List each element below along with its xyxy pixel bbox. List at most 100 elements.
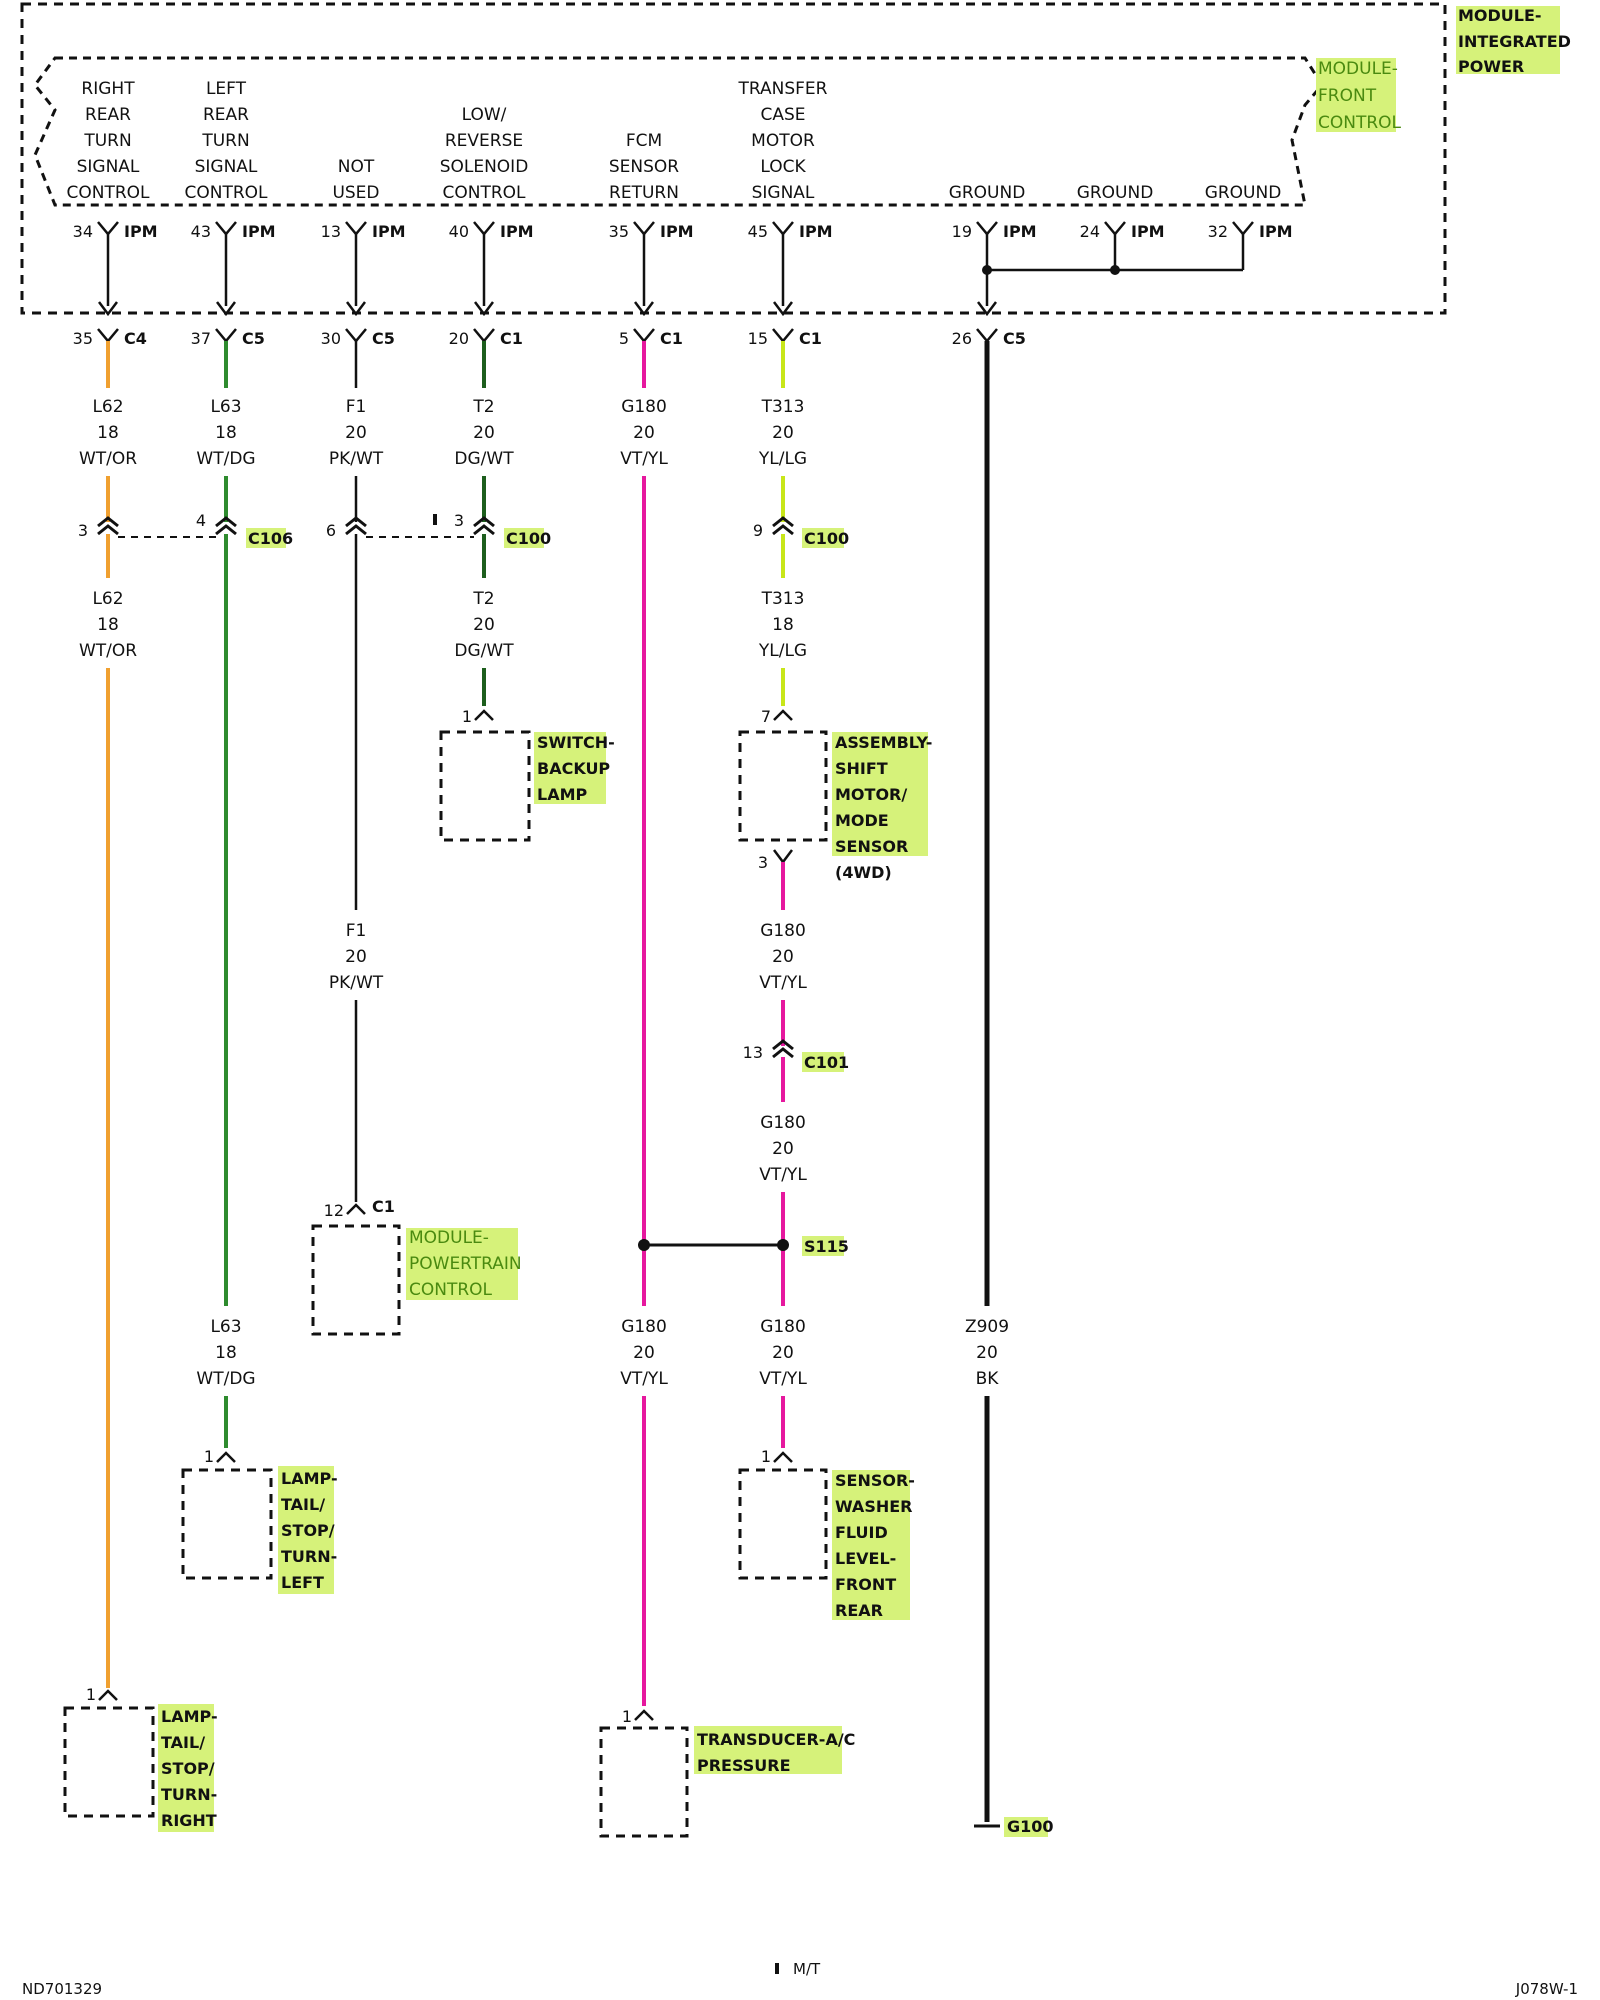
svg-text:34: 34	[73, 222, 93, 241]
svg-text:18: 18	[215, 1343, 237, 1363]
mt-legend-marker	[775, 1963, 779, 1974]
switch-backup-lamp	[439, 730, 531, 842]
svg-text:C1: C1	[660, 329, 683, 348]
svg-text:6: 6	[326, 521, 336, 540]
svg-text:IPM: IPM	[1131, 222, 1165, 241]
svg-text:20: 20	[633, 1343, 655, 1363]
svg-text:USED: USED	[332, 183, 379, 203]
svg-text:IPM: IPM	[124, 222, 158, 241]
svg-text:37: 37	[191, 329, 211, 348]
svg-text:MODULE-: MODULE-	[409, 1228, 489, 1248]
svg-text:FCM: FCM	[626, 131, 662, 151]
svg-text:LOCK: LOCK	[760, 157, 806, 177]
svg-text:C100: C100	[804, 529, 849, 548]
svg-text:1: 1	[86, 1685, 96, 1704]
svg-text:18: 18	[97, 423, 119, 443]
footer-right-code: J078W-1	[1515, 1980, 1578, 1998]
svg-text:13: 13	[321, 222, 341, 241]
svg-text:L63: L63	[210, 397, 241, 417]
svg-text:VT/YL: VT/YL	[620, 449, 668, 469]
svg-text:VT/YL: VT/YL	[759, 1369, 807, 1389]
svg-text:PK/WT: PK/WT	[329, 449, 384, 469]
svg-text:WT/DG: WT/DG	[196, 1369, 255, 1389]
svg-text:WT/OR: WT/OR	[79, 449, 137, 469]
svg-text:REVERSE: REVERSE	[445, 131, 523, 151]
ground-point-g100: G100	[1007, 1817, 1054, 1836]
svg-text:26: 26	[952, 329, 972, 348]
circuit-left-rear-turn: LEFT REAR TURN SIGNAL CONTROL 43 IPM 37 …	[181, 79, 338, 1594]
svg-text:IPM: IPM	[799, 222, 833, 241]
svg-text:DG/WT: DG/WT	[454, 641, 514, 661]
circuit-not-used: NOT USED 13 IPM 30 C5 F1 20 PK/WT 6 F1 2…	[311, 157, 522, 1336]
svg-text:GROUND: GROUND	[1077, 183, 1154, 203]
svg-text:VT/YL: VT/YL	[759, 1165, 807, 1185]
svg-text:T2: T2	[472, 589, 494, 609]
svg-text:9: 9	[753, 521, 763, 540]
svg-text:PK/WT: PK/WT	[329, 973, 384, 993]
svg-text:STOP/: STOP/	[281, 1521, 335, 1540]
svg-text:IPM: IPM	[660, 222, 694, 241]
svg-text:MOTOR/: MOTOR/	[835, 785, 907, 804]
svg-text:C5: C5	[1003, 329, 1026, 348]
svg-text:20: 20	[345, 947, 367, 967]
footer-left-code: ND701329	[22, 1980, 102, 1998]
svg-text:G180: G180	[760, 921, 806, 941]
svg-text:SENSOR: SENSOR	[609, 157, 679, 177]
svg-text:43: 43	[191, 222, 211, 241]
svg-text:15: 15	[748, 329, 768, 348]
svg-text:BK: BK	[976, 1369, 1000, 1389]
svg-text:CASE: CASE	[760, 105, 805, 125]
svg-text:TURN-: TURN-	[281, 1547, 337, 1566]
fcm-label-1: MODULE-	[1318, 59, 1398, 79]
svg-text:12: 12	[324, 1201, 344, 1220]
svg-text:C100: C100	[506, 529, 551, 548]
svg-text:LEFT: LEFT	[281, 1573, 324, 1592]
svg-text:SIGNAL: SIGNAL	[195, 157, 258, 177]
svg-text:TURN: TURN	[83, 131, 131, 151]
svg-text:WASHER: WASHER	[835, 1497, 912, 1516]
svg-text:CONTROL: CONTROL	[66, 183, 150, 203]
svg-text:L63: L63	[210, 1317, 241, 1337]
svg-text:RETURN: RETURN	[609, 183, 679, 203]
circuit-transfer-case-motor-lock: TRANSFER CASE MOTOR LOCK SIGNAL 45 IPM 1…	[738, 79, 932, 1620]
ipm-module-boundary	[20, 2, 1447, 315]
circuit-right-rear-turn: RIGHT REAR TURN SIGNAL CONTROL 34 IPM 35…	[63, 79, 218, 1832]
svg-text:20: 20	[772, 1139, 794, 1159]
svg-text:30: 30	[321, 329, 341, 348]
svg-text:MODE: MODE	[835, 811, 889, 830]
lamp-tail-stop-turn-right	[63, 1706, 155, 1818]
svg-text:LAMP-: LAMP-	[281, 1469, 338, 1488]
svg-text:RIGHT: RIGHT	[81, 79, 135, 99]
svg-text:40: 40	[449, 222, 469, 241]
svg-text:TRANSDUCER-A/C: TRANSDUCER-A/C	[697, 1730, 855, 1749]
svg-text:C4: C4	[124, 329, 147, 348]
svg-text:T313: T313	[761, 397, 805, 417]
svg-text:FLUID: FLUID	[835, 1523, 888, 1542]
svg-text:32: 32	[1208, 222, 1228, 241]
svg-text:TURN: TURN	[201, 131, 249, 151]
svg-text:YL/LG: YL/LG	[758, 449, 807, 469]
svg-text:20: 20	[449, 329, 469, 348]
mt-marker	[433, 514, 437, 525]
ipm-label-1: MODULE-	[1458, 6, 1542, 25]
sensor-washer-fluid-level	[738, 1468, 828, 1580]
svg-text:20: 20	[473, 423, 495, 443]
svg-text:VT/YL: VT/YL	[620, 1369, 668, 1389]
svg-text:SHIFT: SHIFT	[835, 759, 888, 778]
svg-text:LAMP-: LAMP-	[161, 1707, 218, 1726]
svg-text:35: 35	[73, 329, 93, 348]
svg-text:IPM: IPM	[1003, 222, 1037, 241]
transducer-ac-pressure	[599, 1726, 689, 1838]
svg-text:MOTOR: MOTOR	[751, 131, 815, 151]
svg-text:FRONT: FRONT	[835, 1575, 896, 1594]
svg-text:L62: L62	[92, 589, 123, 609]
svg-text:C101: C101	[804, 1053, 849, 1072]
svg-text:35: 35	[609, 222, 629, 241]
svg-text:S115: S115	[804, 1237, 849, 1256]
svg-text:L62: L62	[92, 397, 123, 417]
svg-text:3: 3	[78, 521, 88, 540]
svg-text:G180: G180	[621, 1317, 667, 1337]
svg-text:20: 20	[976, 1343, 998, 1363]
svg-text:CONTROL: CONTROL	[409, 1280, 493, 1300]
svg-text:G180: G180	[760, 1317, 806, 1337]
